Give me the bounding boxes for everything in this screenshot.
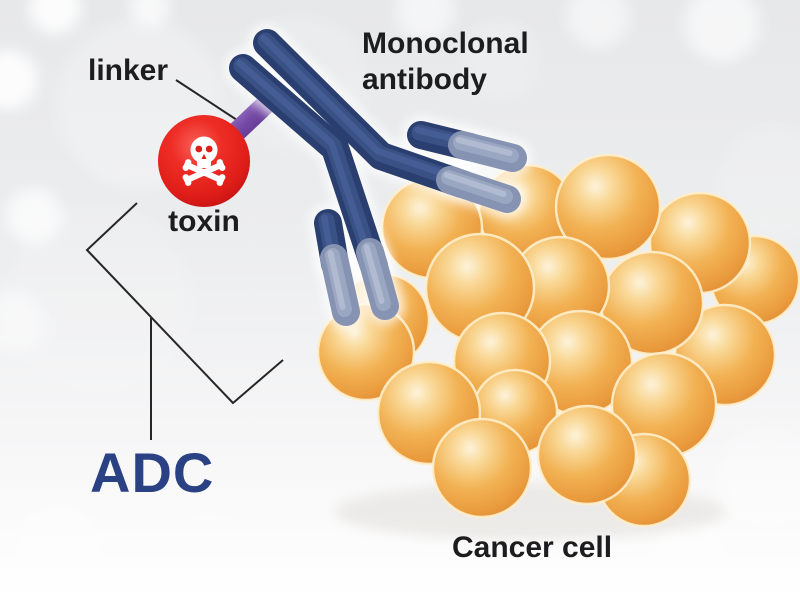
bokeh-circle bbox=[716, 426, 800, 530]
toxin-ball bbox=[158, 115, 250, 207]
monoclonal-antibody-label-line2: antibody bbox=[362, 63, 487, 96]
toxin-label: toxin bbox=[168, 205, 240, 238]
cancer-cell-label: Cancer cell bbox=[452, 531, 613, 564]
skull-crossbones-icon bbox=[182, 136, 226, 186]
cancer-cell-cluster bbox=[316, 153, 800, 528]
monoclonal-antibody-label: Monoclonal antibody bbox=[362, 26, 529, 98]
linker-pointer-line bbox=[175, 79, 241, 123]
bokeh-circle bbox=[566, 0, 630, 48]
cancer-cell-sphere bbox=[554, 153, 662, 261]
adc-label: ADC bbox=[90, 441, 215, 504]
antibody-bar bbox=[363, 244, 385, 304]
antibody-bar bbox=[443, 172, 507, 197]
antibody-bar bbox=[455, 137, 513, 156]
bokeh-circle bbox=[0, 50, 38, 110]
antibody-chain-highlight bbox=[236, 34, 470, 265]
antibody-tip-highlight bbox=[327, 137, 513, 310]
antibody-bar bbox=[327, 250, 346, 310]
bokeh-circle bbox=[460, 20, 540, 100]
bokeh-circle bbox=[644, 516, 736, 600]
adc-bracket-line bbox=[85, 202, 284, 405]
cancer-cell-sphere bbox=[536, 404, 638, 506]
adc-bracket bbox=[85, 79, 284, 440]
antibody-bar bbox=[260, 34, 462, 183]
bokeh-circle bbox=[684, 0, 760, 62]
bokeh-circle bbox=[395, 0, 455, 40]
bokeh-circle bbox=[150, 508, 270, 600]
cancer-cell-sphere bbox=[431, 417, 533, 519]
linker-label: linker bbox=[88, 54, 169, 87]
bokeh-circle bbox=[29, 0, 81, 34]
bokeh-circle bbox=[5, 205, 195, 395]
antibody-bar bbox=[236, 59, 374, 265]
monoclonal-antibody-shape bbox=[229, 29, 527, 326]
monoclonal-antibody-label-line1: Monoclonal bbox=[362, 27, 529, 60]
bokeh-circle bbox=[10, 504, 106, 600]
